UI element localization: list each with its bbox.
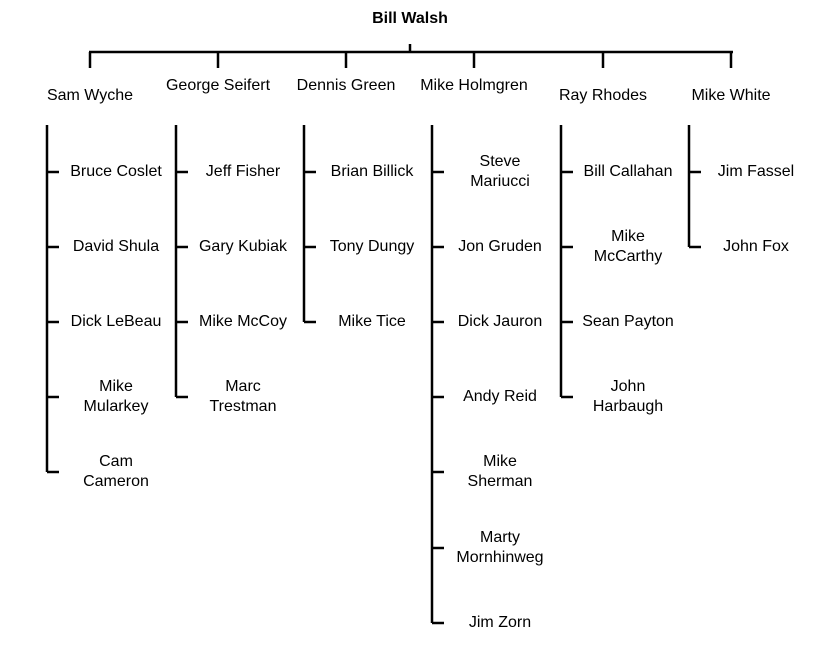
child-node: Sean Payton [582, 313, 674, 330]
child-node: Jeff Fisher [205, 163, 281, 180]
child-node: Gary Kubiak [198, 238, 288, 255]
child-node: David Shula [72, 238, 160, 255]
child-node: Mike McCoy [198, 313, 287, 330]
child-node: Tony Dungy [329, 238, 415, 255]
child-node: Mike Tice [338, 313, 406, 330]
child-node: John Fox [723, 238, 789, 255]
branch-node: Dennis Green [296, 77, 396, 94]
branch-node: Mike Holmgren [420, 77, 528, 94]
branch-node: Sam Wyche [46, 87, 134, 104]
child-node: Jim Zorn [468, 614, 532, 631]
child-node: Jim Fassel [717, 163, 795, 180]
child-node: Dick Jauron [457, 313, 543, 330]
child-node: Bruce Coslet [70, 163, 162, 180]
branch-node: Ray Rhodes [558, 87, 648, 104]
child-node: Brian Billick [330, 163, 414, 180]
child-node: Jon Gruden [458, 238, 542, 255]
child-node: Marc Trestman [209, 378, 277, 415]
branch-node: Mike White [691, 87, 771, 104]
child-node: Andy Reid [463, 388, 537, 405]
child-node: Mike Sherman [467, 453, 533, 490]
child-node: Dick LeBeau [70, 313, 162, 330]
branch-node: George Seifert [165, 77, 271, 94]
child-node: Marty Mornhinweg [456, 529, 544, 566]
child-node: Cam Cameron [83, 453, 149, 490]
child-node: John Harbaugh [592, 378, 664, 415]
child-node: Steve Mariucci [470, 153, 530, 190]
child-node: Mike Mularkey [83, 378, 149, 415]
child-node: Bill Callahan [583, 163, 673, 180]
child-node: Mike McCarthy [593, 228, 663, 265]
root-node: Bill Walsh [372, 10, 448, 27]
